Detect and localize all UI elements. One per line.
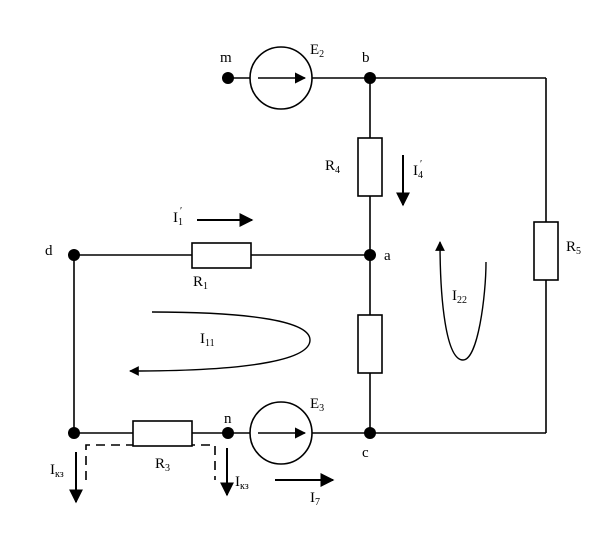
ikz-right-label: Iкз <box>235 474 249 492</box>
node-b-dot <box>364 72 376 84</box>
i7-label: I7 <box>310 490 320 508</box>
i4-label: I4′ <box>413 159 423 181</box>
source-e2 <box>249 46 313 110</box>
r5-label: R5 <box>566 239 581 257</box>
e3-label: E3 <box>310 396 324 414</box>
r3-label: R3 <box>155 456 170 474</box>
r4-label: R4 <box>325 158 340 176</box>
node-n-dot <box>222 427 234 439</box>
node-d-label: d <box>45 243 53 259</box>
node-b-label: b <box>362 50 370 66</box>
resistor-r5 <box>533 221 559 281</box>
wires <box>73 77 547 480</box>
node-left-bottom-dot <box>68 427 80 439</box>
i1-label: I1′ <box>173 206 183 228</box>
i22-label: I22 <box>452 288 467 306</box>
node-d-dot <box>68 249 80 261</box>
node-m-dot <box>222 72 234 84</box>
loop-i22-arrow-icon <box>435 241 487 361</box>
resistor-r4 <box>357 137 383 197</box>
i11-label: I11 <box>200 331 215 349</box>
node-c-dot <box>364 427 376 439</box>
node-m-label: m <box>220 50 232 66</box>
resistor-r1 <box>191 242 252 269</box>
short-circuit-link <box>85 444 216 480</box>
node-c-label: c <box>362 445 369 461</box>
resistor-r3 <box>132 420 193 447</box>
e2-label: E2 <box>310 42 324 60</box>
r1-label: R1 <box>193 274 208 292</box>
loop-i11-arrow-icon <box>129 311 311 376</box>
resistor-r6 <box>357 314 383 374</box>
node-a-label: a <box>384 248 391 264</box>
node-n-label: n <box>224 411 232 427</box>
node-a-dot <box>364 249 376 261</box>
source-e3 <box>249 401 313 465</box>
ikz-left-label: Iкз <box>50 462 64 480</box>
